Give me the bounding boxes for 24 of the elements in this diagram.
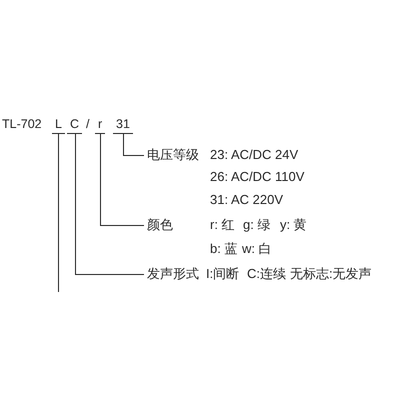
category-label: 发声形式	[147, 266, 199, 282]
leader-line	[123, 134, 144, 156]
category-label: 颜色	[147, 217, 173, 233]
option-text: 31: AC 220V	[210, 192, 283, 208]
separator-slash: /	[86, 117, 90, 132]
option-text: C:连续	[247, 266, 286, 282]
leader-line	[100, 134, 144, 226]
category-label: 电压等级	[147, 147, 199, 163]
option-text: g: 绿	[243, 217, 270, 233]
model-code-letter: 31	[113, 117, 133, 134]
option-text: 23: AC/DC 24V	[210, 147, 298, 163]
option-text: b: 蓝	[210, 241, 238, 257]
option-text: 无标志:无发声	[290, 266, 372, 282]
option-text: w: 白	[242, 241, 272, 257]
model-number: TL-702	[2, 117, 42, 132]
leader-line	[75, 134, 144, 275]
option-text: y: 黄	[280, 217, 307, 233]
model-code-letter: L	[52, 117, 65, 134]
model-code-letter: r	[95, 117, 106, 134]
option-text: I:间断	[206, 266, 240, 282]
leader-line	[58, 134, 59, 292]
option-text: 26: AC/DC 110V	[210, 169, 304, 185]
option-text: r: 红	[210, 217, 235, 233]
model-code-letter: C	[67, 117, 82, 134]
